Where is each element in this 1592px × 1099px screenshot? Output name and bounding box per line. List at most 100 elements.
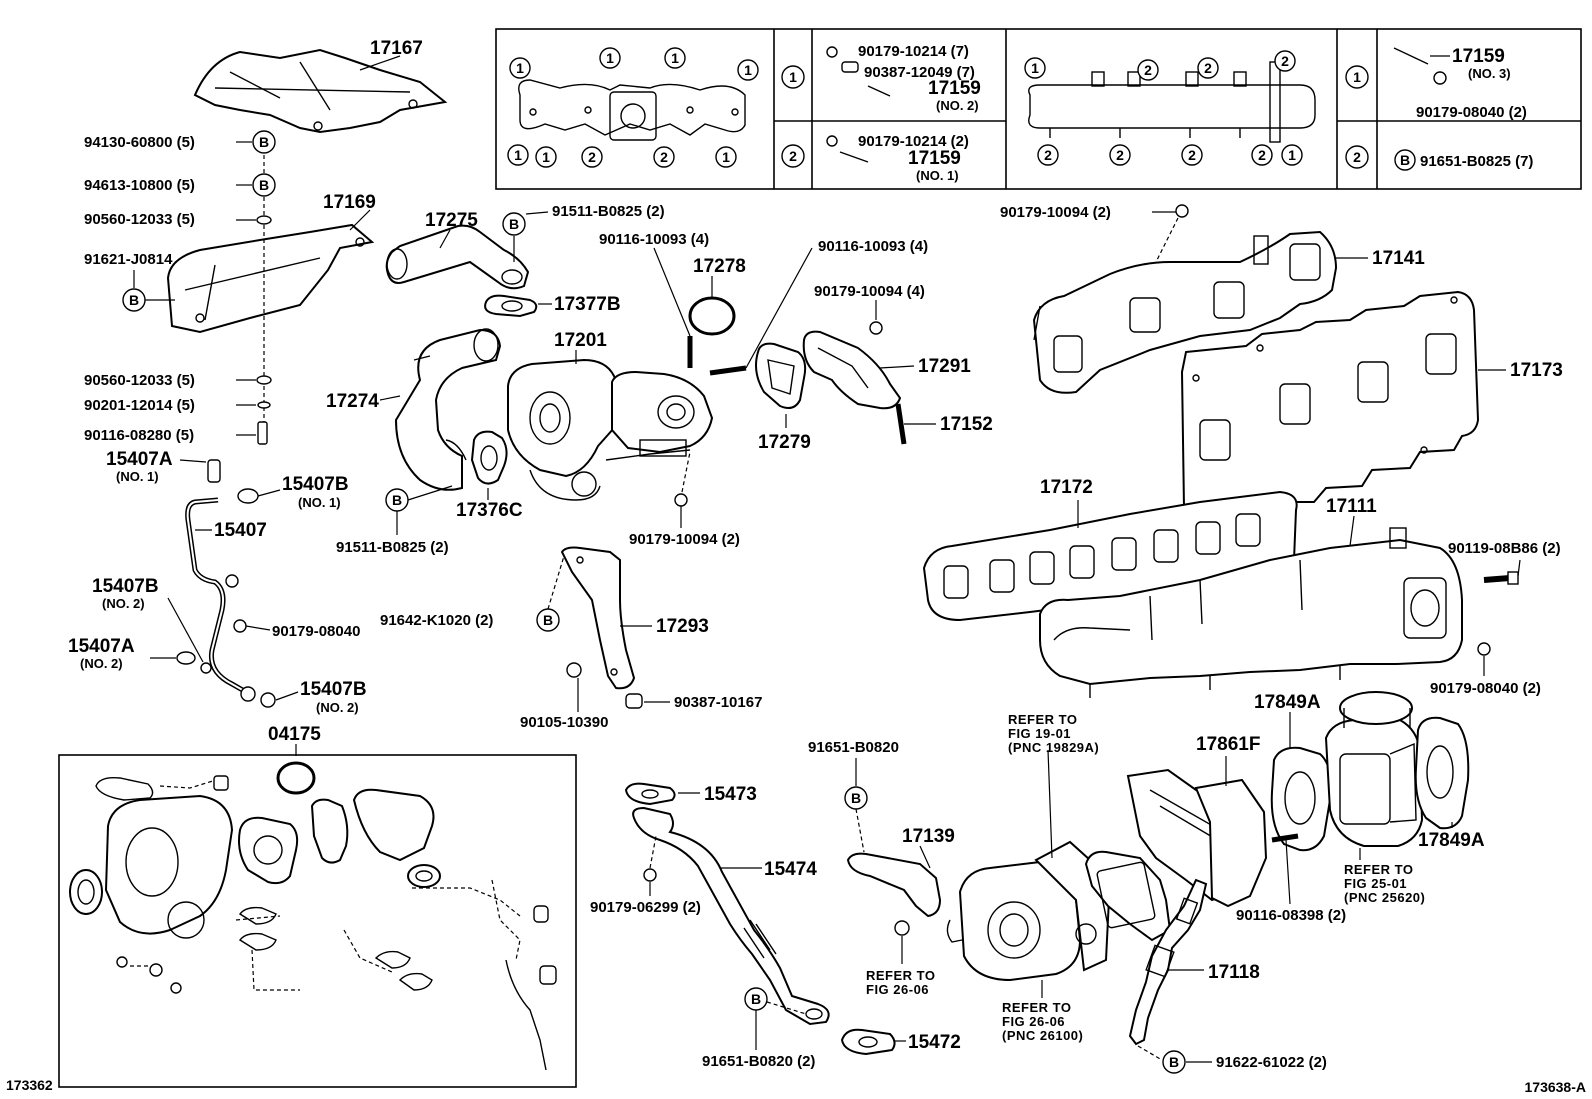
pipe-15474	[632, 806, 830, 1026]
svg-text:1: 1	[1353, 69, 1361, 85]
legend-key-2-parts: 90179-10214 (2) 17159 (NO. 1)	[826, 133, 969, 183]
studs-90116-10093-right: 90116-10093 (4)	[709, 238, 928, 376]
gasket-15472	[840, 1028, 906, 1056]
ref-fig-25-01: REFER TO	[1344, 862, 1414, 877]
svg-text:90560-12033 (5): 90560-12033 (5)	[84, 372, 195, 389]
svg-text:2: 2	[1116, 147, 1124, 163]
studs-90116-10093-left: 90116-10093 (4)	[599, 231, 709, 368]
stud-17152	[895, 403, 936, 445]
fastener-91621: 91621-J0814 B	[84, 251, 175, 312]
svg-text:B: B	[851, 790, 861, 806]
svg-text:90179-10094 (2): 90179-10094 (2)	[1000, 204, 1111, 221]
svg-text:91622-61022 (2): 91622-61022 (2)	[1216, 1054, 1327, 1071]
pipe-17274	[394, 328, 502, 491]
svg-text:91511-B0825 (2): 91511-B0825 (2)	[552, 203, 665, 220]
svg-text:90179-06299 (2): 90179-06299 (2)	[590, 899, 701, 916]
svg-text:(NO. 2): (NO. 2)	[80, 656, 123, 671]
label-17861f: 17861F	[1196, 734, 1260, 755]
svg-text:(PNC 19829A): (PNC 19829A)	[1008, 740, 1099, 755]
svg-text:90179-10094 (4): 90179-10094 (4)	[814, 283, 925, 300]
svg-text:90179-10214 (2): 90179-10214 (2)	[858, 133, 969, 150]
legend-key-1-parts: 90179-10214 (7) 90387-12049 (7) 17159 (N…	[826, 43, 981, 113]
label-17376c: 17376C	[456, 500, 523, 521]
label-17377b: 17377B	[554, 294, 621, 315]
svg-text:90179-08040 (2): 90179-08040 (2)	[1430, 680, 1541, 697]
svg-text:17159: 17159	[928, 78, 981, 99]
svg-text:91511-B0825 (2): 91511-B0825 (2)	[336, 539, 449, 556]
label-15407a-no2: 15407A	[68, 636, 135, 657]
label-17291: 17291	[918, 356, 971, 377]
svg-text:(NO. 1): (NO. 1)	[916, 168, 959, 183]
elbow-17291	[802, 330, 902, 410]
label-15407a-no1: 15407A	[106, 449, 173, 470]
gasket-17376c	[470, 430, 508, 485]
gasket-17849a-right	[1414, 716, 1470, 830]
svg-text:90119-08B86 (2): 90119-08B86 (2)	[1448, 540, 1561, 557]
label-90179-08040-left: 90179-08040	[272, 623, 360, 640]
label-17152: 17152	[940, 414, 993, 435]
label-15407b-no2-b: 15407B	[300, 679, 367, 700]
svg-text:2: 2	[1353, 149, 1361, 165]
svg-text:2: 2	[1144, 62, 1152, 78]
label-04175: 04175	[268, 724, 321, 745]
spacer-90387-10167: 90387-10167	[625, 693, 762, 711]
svg-text:91642-K1020 (2): 91642-K1020 (2)	[380, 612, 493, 629]
svg-text:B: B	[509, 216, 519, 232]
gasket-kit-contents	[69, 761, 557, 1071]
svg-text:91651-B0825 (7): 91651-B0825 (7)	[1420, 153, 1533, 170]
svg-text:1: 1	[514, 147, 522, 163]
svg-text:B: B	[259, 134, 269, 150]
fastener-90560-upper: 90560-12033 (5)	[84, 211, 272, 228]
egr-cooler	[1084, 768, 1268, 942]
svg-text:94130-60800 (5): 94130-60800 (5)	[84, 134, 195, 151]
label-17849a-top: 17849A	[1254, 692, 1321, 713]
legend-exhaust-markers: 1 1 1 1 1 1 2 2 1	[507, 47, 759, 168]
label-15407: 15407	[214, 520, 267, 541]
svg-text:B: B	[1169, 1054, 1179, 1070]
svg-text:B: B	[392, 492, 402, 508]
svg-text:90179-10214 (7): 90179-10214 (7)	[858, 43, 969, 60]
legend-intake-manifold-drawing	[1028, 61, 1316, 143]
svg-text:(PNC 25620): (PNC 25620)	[1344, 890, 1425, 905]
svg-text:90387-12049 (7): 90387-12049 (7)	[864, 64, 975, 81]
svg-text:90179-10094 (2): 90179-10094 (2)	[629, 531, 740, 548]
gasket-kit-04175-box	[58, 754, 577, 1088]
fastener-91642: 91642-K1020 (2) B	[380, 555, 565, 632]
label-17118: 17118	[1208, 962, 1260, 983]
fastener-90116-08280: 90116-08280 (5)	[84, 421, 268, 445]
svg-text:1: 1	[516, 60, 524, 76]
svg-text:90387-10167: 90387-10167	[674, 694, 762, 711]
label-17849a-bottom: 17849A	[1418, 830, 1485, 851]
svg-text:B: B	[543, 612, 553, 628]
gasket-17279	[755, 342, 807, 409]
legend-exhaust-manifold-drawing	[518, 79, 746, 141]
svg-text:2: 2	[588, 149, 596, 165]
svg-text:90201-12014 (5): 90201-12014 (5)	[84, 397, 195, 414]
label-17172: 17172	[1040, 477, 1093, 498]
fastener-91651-b0820-upper: 91651-B0820 B	[808, 739, 899, 853]
legend-key-4-marker	[1345, 145, 1369, 169]
svg-text:2: 2	[1188, 147, 1196, 163]
fastener-91651-b0820-lower: B 91651-B0820 (2)	[702, 987, 815, 1070]
svg-text:FIG 26-06: FIG 26-06	[1002, 1014, 1065, 1029]
label-17274: 17274	[326, 391, 379, 412]
svg-text:17159: 17159	[1452, 46, 1505, 67]
svg-text:B: B	[751, 991, 761, 1007]
nut-refer-26-06-left	[894, 920, 910, 964]
svg-text:B: B	[129, 292, 139, 308]
gasket-15473	[624, 782, 700, 806]
svg-text:(NO. 2): (NO. 2)	[936, 98, 979, 113]
bolt-90119-08b86: 90119-08B86 (2)	[1448, 540, 1561, 585]
svg-text:FIG 26-06: FIG 26-06	[866, 982, 929, 997]
label-17279: 17279	[758, 432, 811, 453]
pipe-17275	[385, 224, 530, 290]
legend-key-3-parts: 17159 (NO. 3) 90179-08040 (2)	[1393, 46, 1527, 121]
svg-text:1: 1	[1031, 60, 1039, 76]
gasket-17849a-left	[1270, 746, 1332, 852]
heat-insulator-upper	[193, 48, 448, 134]
svg-text:1: 1	[1288, 147, 1296, 163]
label-17201: 17201	[554, 330, 607, 351]
ref-fig-26-06-b: REFER TO	[1002, 1000, 1072, 1015]
label-15473: 15473	[704, 784, 757, 805]
